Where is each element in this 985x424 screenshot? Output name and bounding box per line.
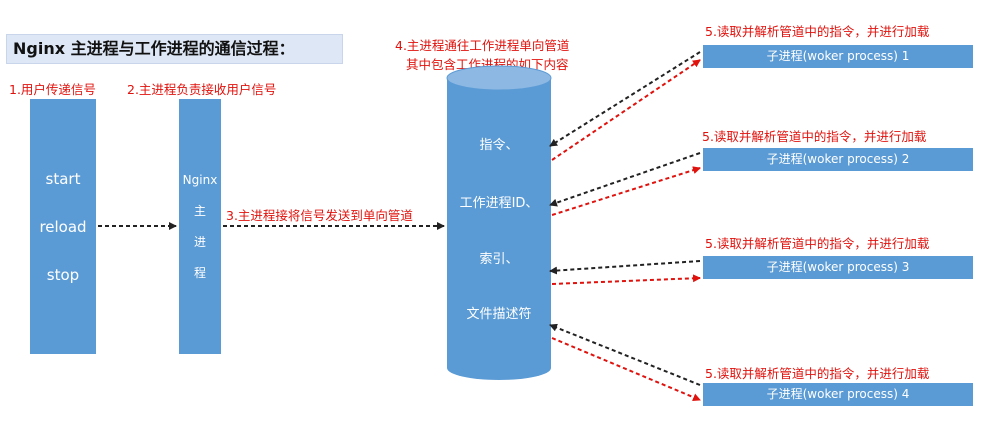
master-label-char-3: 程 xyxy=(193,265,206,280)
pipe-item-instruction: 指令、 xyxy=(479,138,519,153)
arrow-worker2-read xyxy=(549,152,701,207)
master-label-nginx: Nginx xyxy=(182,172,218,187)
step-5-label-worker-1: 5.读取并解析管道中的指令，并进行加载 xyxy=(705,24,930,39)
diagram-title: Nginx 主进程与工作进程的通信过程： xyxy=(6,34,343,64)
step-4-label-line1: 4.主进程通往工作进程单向管道 xyxy=(395,38,570,53)
worker-process-1: 子进程(woker process) 1 xyxy=(703,45,973,68)
arrow-worker3-read xyxy=(549,260,701,275)
step-5-label-worker-3: 5.读取并解析管道中的指令，并进行加载 xyxy=(705,236,930,251)
worker-process-2: 子进程(woker process) 2 xyxy=(703,148,973,171)
master-process-box: Nginx 主 进 程 xyxy=(179,99,221,354)
step-1-label: 1.用户传递信号 xyxy=(9,82,96,97)
arrow-worker1-read xyxy=(549,51,701,147)
signal-start: start xyxy=(45,169,81,188)
pipe-item-file-descriptor: 文件描述符 xyxy=(466,307,532,322)
master-label-char-1: 主 xyxy=(193,203,206,218)
arrow-worker3-load xyxy=(551,274,701,285)
signal-stop: stop xyxy=(46,265,80,284)
pipe-item-index: 索引、 xyxy=(479,252,519,267)
master-label-char-2: 进 xyxy=(193,234,206,249)
pipe-cylinder xyxy=(446,65,552,380)
arrow-worker4-read xyxy=(549,323,701,386)
worker-process-4: 子进程(woker process) 4 xyxy=(703,383,973,406)
step-5-label-worker-2: 5.读取并解析管道中的指令，并进行加载 xyxy=(702,129,927,144)
step-2-label: 2.主进程负责接收用户信号 xyxy=(127,82,277,97)
arrow-worker4-load xyxy=(551,337,701,401)
user-signal-box: start reload stop xyxy=(30,99,96,354)
arrow-worker1-load xyxy=(551,59,701,161)
pipe-item-worker-id: 工作进程ID、 xyxy=(459,196,539,211)
step-3-label: 3.主进程接将信号发送到单向管道 xyxy=(226,208,413,223)
step-5-label-worker-4: 5.读取并解析管道中的指令，并进行加载 xyxy=(705,366,930,381)
signal-reload: reload xyxy=(39,217,87,236)
worker-process-3: 子进程(woker process) 3 xyxy=(703,256,973,279)
arrow-worker2-load xyxy=(551,166,701,216)
